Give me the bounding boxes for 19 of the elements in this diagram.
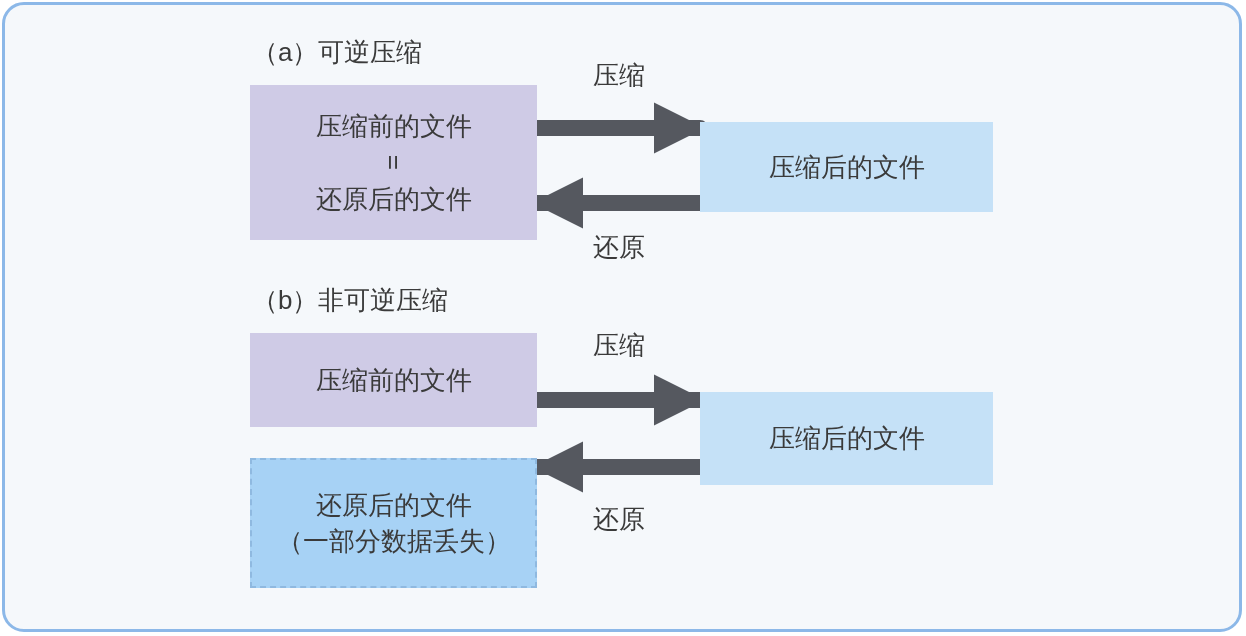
section-heading: （a）可逆压缩 <box>252 36 423 69</box>
equals-sign: = <box>377 154 410 171</box>
box-text: 还原后的文件 <box>315 488 472 521</box>
box-text: 压缩后的文件 <box>768 150 925 184</box>
file-box <box>700 392 993 485</box>
file-box <box>250 85 537 240</box>
file-box <box>250 333 537 427</box>
box-text: 压缩前的文件 <box>315 109 472 143</box>
box-text: 压缩后的文件 <box>768 422 925 455</box>
box-text: 还原后的文件 <box>315 182 472 216</box>
edge-label: 压缩 <box>592 62 645 88</box>
box-text: 压缩前的文件 <box>315 363 472 397</box>
file-box <box>700 122 993 212</box>
edge-label: 还原 <box>592 506 645 532</box>
edge-label: 还原 <box>592 234 645 260</box>
file-box <box>250 458 537 588</box>
edge-label: 压缩 <box>592 332 645 358</box>
section-heading: （b）非可逆压缩 <box>252 284 449 317</box>
box-text: （一部分数据丢失） <box>276 525 511 558</box>
